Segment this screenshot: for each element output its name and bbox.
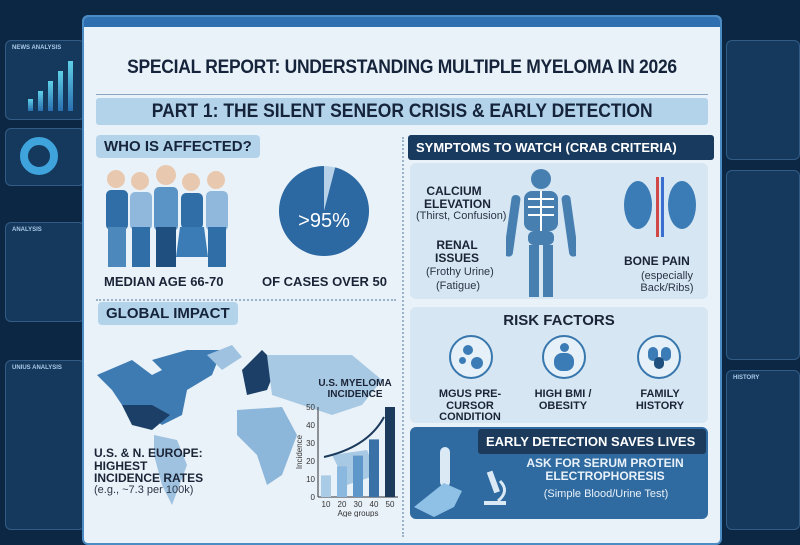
- bg-panel-unius: UNIUS ANALYSIS: [5, 360, 85, 530]
- x-tick-label: 40: [370, 500, 379, 509]
- risk-item-mgus: MGUS PRE-CURSOR CONDITION: [438, 388, 502, 424]
- part-banner: PART 1: THE SILENT SENEOR CRISIS & EARLY…: [96, 98, 708, 125]
- y-tick-label: 30: [306, 439, 315, 448]
- risk-item-family: FAMILY HISTORY: [635, 388, 685, 412]
- bg-panel-donut: [5, 128, 85, 186]
- early-detection-sub: (Simple Blood/Urine Test): [543, 488, 669, 500]
- window-titlebar: [84, 17, 720, 27]
- bg-panel-analysis: ANALYSIS: [5, 222, 85, 322]
- trend-arrow: [323, 416, 385, 458]
- report-window: SPECIAL REPORT: UNDERSTANDING MULTIPLE M…: [82, 15, 722, 545]
- median-age-label: MEDIAN AGE 66-70: [104, 274, 224, 289]
- calcium-title: CALCIUM ELEVATION: [424, 184, 491, 211]
- renal-title: RENAL ISSUES: [434, 238, 479, 265]
- pie-slice-over-50: [279, 166, 369, 256]
- risk-item-bmi: HIGH BMI / OBESITY: [534, 388, 592, 412]
- pie-value: >95%: [298, 210, 350, 232]
- family-icon: [637, 335, 681, 379]
- x-tick-label: 10: [322, 500, 331, 509]
- skeleton-icon: [506, 169, 576, 297]
- risk-heading: RISK FACTORS: [503, 312, 615, 329]
- bg-panel-history: HISTORY: [726, 370, 800, 530]
- pie-chart: [279, 166, 369, 256]
- bg-label: ANALYSIS: [12, 227, 42, 233]
- calcium-sub: (Thirst, Confusion): [416, 210, 507, 222]
- x-tick-label: 30: [354, 500, 363, 509]
- bg-label: HISTORY: [733, 375, 760, 381]
- bar-40: [369, 439, 379, 497]
- global-callout-title: U.S. & N. EUROPE: HIGHEST INCIDENCE RATE…: [94, 446, 204, 486]
- bone-pain-title: BONE PAIN: [624, 254, 690, 268]
- y-tick-label: 0: [311, 493, 316, 502]
- y-tick-label: 20: [306, 457, 315, 466]
- test-tube-hand-icon: [414, 447, 462, 517]
- elderly-people-illustration: [106, 165, 228, 267]
- x-axis-label: Age groups: [338, 509, 379, 517]
- obesity-icon: [542, 335, 586, 379]
- global-heading: GLOBAL IMPACT: [98, 302, 238, 325]
- world-map: [97, 345, 382, 505]
- who-heading: WHO IS AFFECTED?: [96, 135, 260, 158]
- early-detection-action: ASK FOR SERUM PROTEIN ELECTROPHORESIS: [526, 456, 684, 483]
- early-detection-heading: EARLY DETECTION SAVES LIVES: [478, 429, 706, 454]
- bg-panel-news: NEWS ANALYSIS: [5, 40, 85, 120]
- y-axis-label: Incidence: [295, 434, 304, 469]
- renal-sub2: (Fatigue): [436, 280, 481, 292]
- x-tick-label: 20: [338, 500, 347, 509]
- y-tick-label: 50: [306, 403, 315, 412]
- bg-label: UNIUS ANALYSIS: [12, 365, 62, 371]
- mgus-cells-icon: [449, 335, 493, 379]
- microscope-icon: [484, 470, 506, 505]
- part-title: PART 1: THE SILENT SENEOR CRISIS & EARLY…: [151, 101, 653, 122]
- bg-panel-right1: [726, 40, 800, 160]
- y-tick-label: 40: [306, 421, 315, 430]
- bone-pain-sub: (especially Back/Ribs): [640, 270, 694, 294]
- us-region: [122, 405, 170, 430]
- renal-sub1: (Frothy Urine): [426, 266, 494, 278]
- y-tick-label: 10: [306, 475, 315, 484]
- bar-20: [337, 466, 347, 497]
- bar-50: [385, 407, 395, 497]
- x-tick-label: 50: [386, 500, 395, 509]
- bg-panel-right2: [726, 170, 800, 360]
- mini-chart-title: U.S. MYELOMA INCIDENCE: [318, 378, 392, 400]
- bar-30: [353, 455, 363, 497]
- global-callout-sub: (e.g., ~7.3 per 100k): [94, 484, 194, 496]
- bg-label: NEWS ANALYSIS: [12, 45, 62, 51]
- report-title: SPECIAL REPORT: UNDERSTANDING MULTIPLE M…: [127, 57, 677, 78]
- symptoms-heading: SYMPTOMS TO WATCH (CRAB CRITERIA): [408, 135, 714, 160]
- pie-caption: OF CASES OVER 50: [262, 274, 387, 289]
- bar-10: [321, 475, 331, 497]
- kidneys-icon: [624, 177, 696, 237]
